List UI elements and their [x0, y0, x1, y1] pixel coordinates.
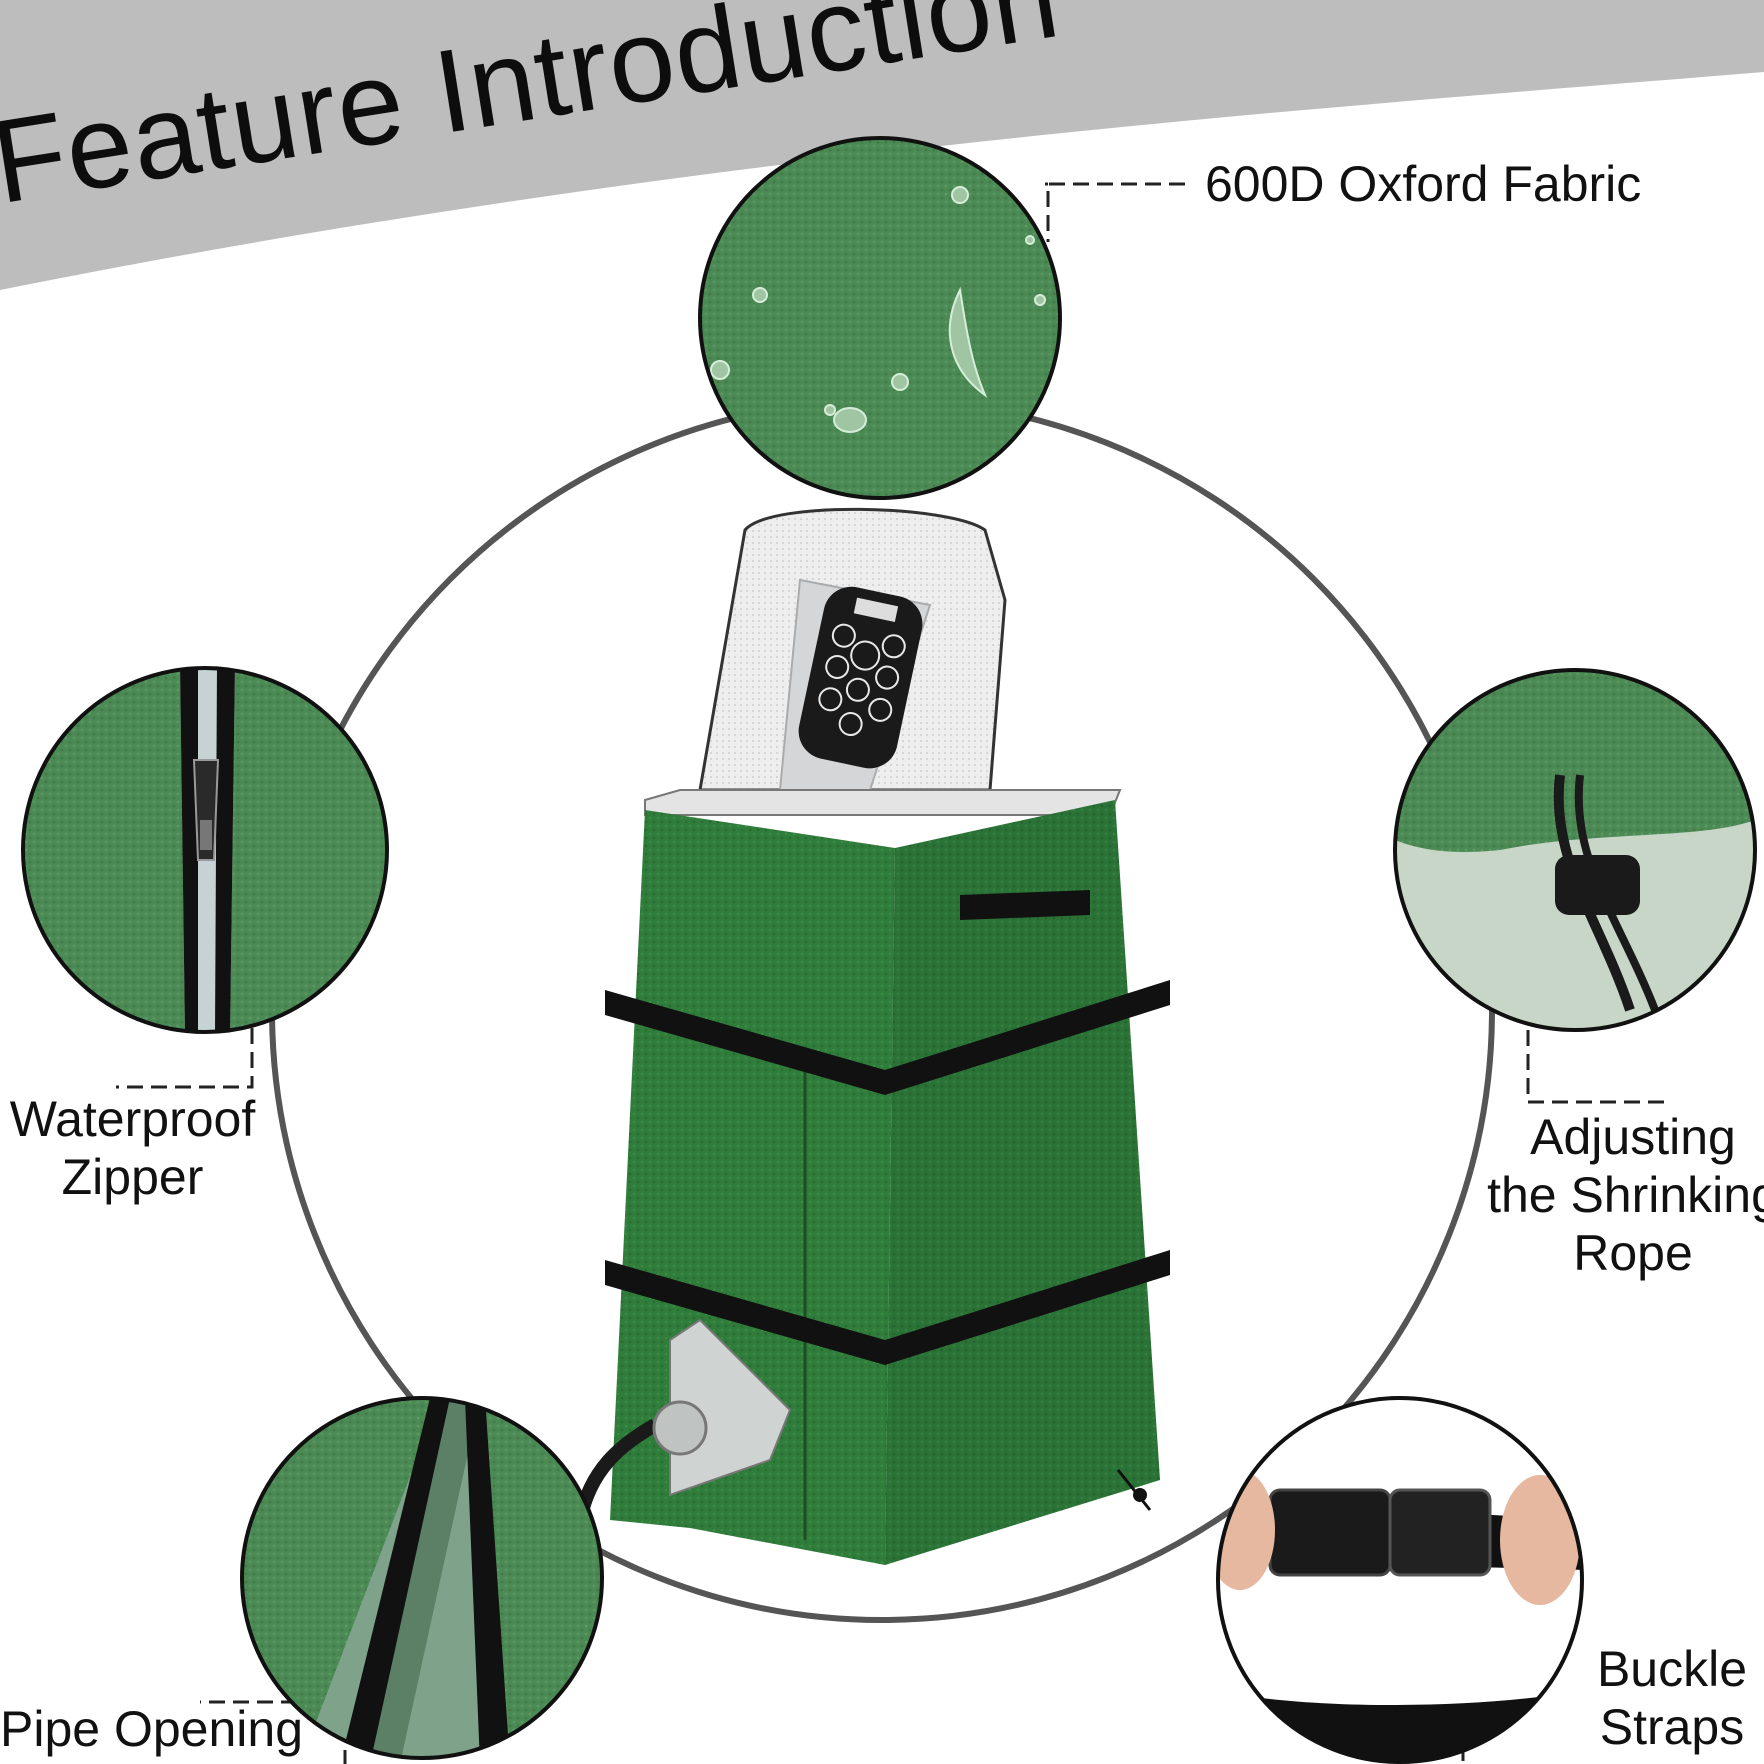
leader-fabric — [1045, 182, 1185, 242]
strap-bands — [605, 980, 1170, 1365]
feature-label-buckle-line2: Straps — [1599, 1699, 1745, 1755]
feature-label-zipper-line2: Zipper — [61, 1149, 204, 1205]
feature-label-fabric: 600D Oxford Fabric — [1205, 155, 1641, 213]
feature-label-rope-line1: Adjusting — [1530, 1109, 1736, 1165]
feature-label-rope: Adjusting the Shrinking Rope — [1478, 1108, 1764, 1282]
feature-label-buckle: Buckle Straps — [1582, 1640, 1762, 1756]
leader-zipper — [116, 1028, 254, 1089]
feature-label-fabric-line: 600D Oxford Fabric — [1205, 156, 1642, 212]
zipper-pull — [192, 759, 220, 861]
zipper-inset — [23, 668, 387, 1032]
feature-label-zipper: Waterproof Zipper — [0, 1090, 265, 1206]
pipe-inset — [242, 1398, 602, 1758]
feature-label-rope-line2: the Shrinking — [1487, 1167, 1764, 1223]
feature-label-rope-line3: Rope — [1573, 1225, 1693, 1281]
leader-rope — [1526, 1030, 1670, 1104]
feature-label-pipe: Pipe Opening — [0, 1700, 303, 1758]
feature-label-zipper-line1: Waterproof — [9, 1091, 256, 1147]
product-cover — [573, 507, 1170, 1565]
feature-label-pipe-line: Pipe Opening — [0, 1701, 304, 1757]
rope-inset — [1395, 670, 1755, 1030]
fabric-inset — [700, 138, 1060, 498]
feature-label-buckle-line1: Buckle — [1596, 1641, 1748, 1697]
remote-control — [778, 578, 932, 791]
